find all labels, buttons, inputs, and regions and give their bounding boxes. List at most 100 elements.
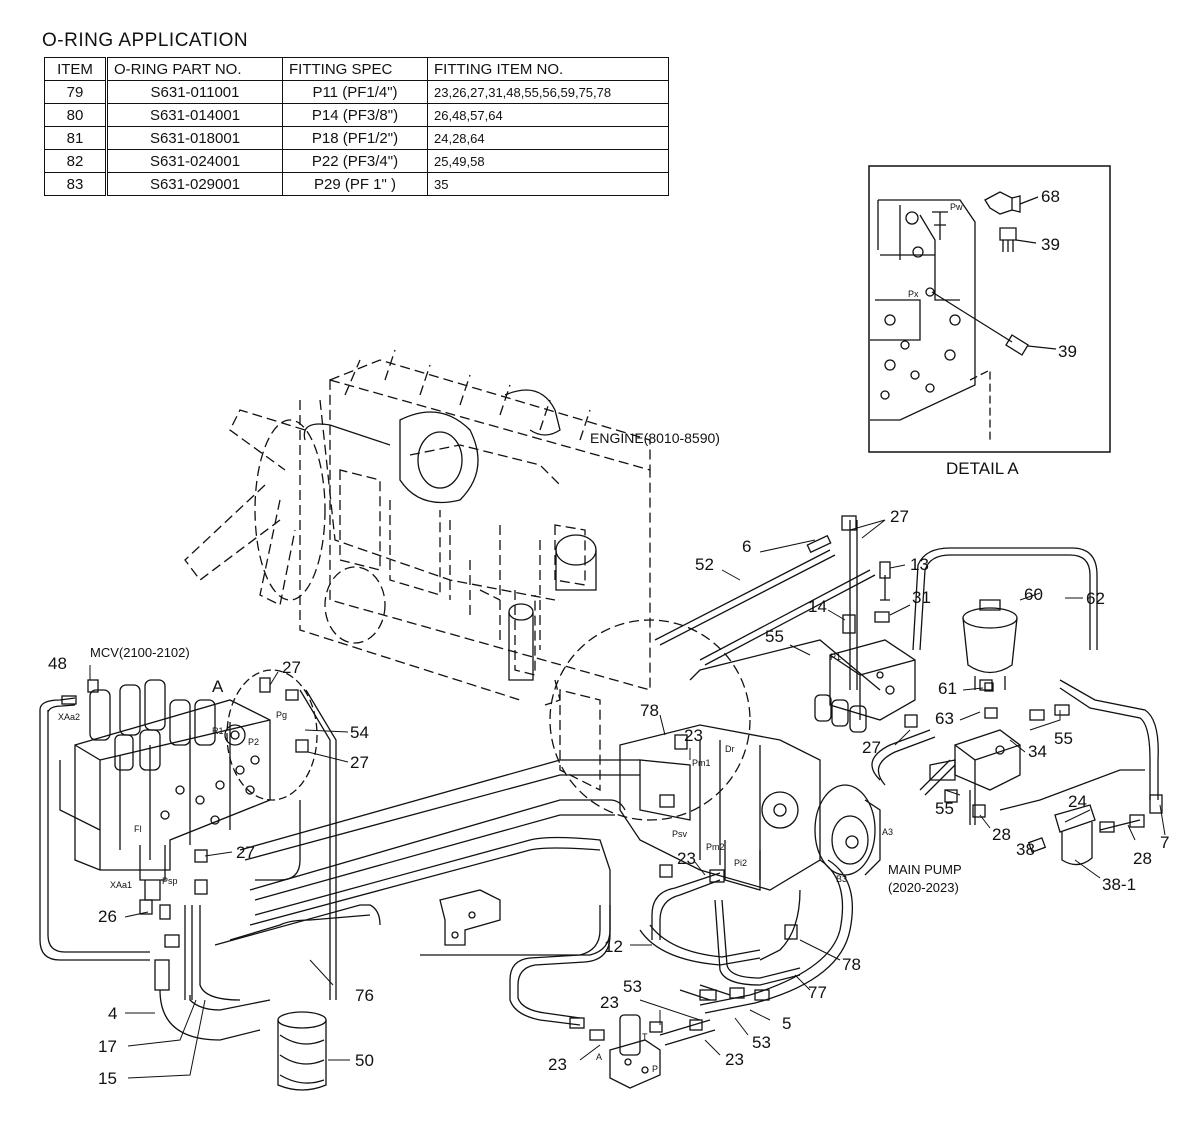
leader-lines [89,519,1166,1079]
port-label: Pw [950,202,963,212]
callout-number: 31 [912,588,931,607]
flywheel-housing [549,619,751,821]
detail-a-panel [868,165,1111,453]
callout-number: 39 [1041,235,1060,254]
callout-number: 38 [1016,840,1035,859]
cell-part-no: S631-014001 [106,103,283,127]
main-pump-label-1: MAIN PUMP [888,862,962,877]
main-pump-label-2: (2020-2023) [888,880,959,895]
engine-outline [184,349,651,706]
table-title: O-RING APPLICATION [42,30,249,51]
port-label: Psv [672,829,688,839]
callout-number: 34 [1028,742,1047,761]
detail-a-ref-label: A [212,677,224,696]
callout-number: 7 [1160,833,1169,852]
port-label: P2 [248,737,259,747]
callout-number: 55 [1054,729,1073,748]
callout-number: 39 [1058,342,1077,361]
callout-number: 23 [600,993,619,1012]
callout-number: 78 [842,955,861,974]
callout-number: 63 [935,709,954,728]
cell-spec: P14 (PF3/8") [282,103,428,127]
hoses-pipes [39,520,1159,1046]
pilot-valve-block [814,639,916,733]
port-label: P [652,1064,658,1074]
hose-sleeve [277,1011,327,1091]
port-label: A3 [882,827,893,837]
callout-number: 27 [282,658,301,677]
return-filter [962,599,1018,690]
bottom-valve-block [609,1014,661,1089]
callout-number: 24 [1068,792,1087,811]
port-label: XAa1 [110,880,132,890]
callout-number: 76 [355,986,374,1005]
port-label: Pi2 [734,858,747,868]
port-label: XAa2 [58,712,80,722]
callout-number: 13 [910,555,929,574]
solenoid-block [929,729,1021,791]
callout-number: 61 [938,679,957,698]
callout-number: 38-1 [1102,875,1136,894]
table-row: 83 S631-029001 P29 (PF 1" ) 35 [44,172,669,196]
callout-number: 53 [623,977,642,996]
callout-number: 62 [1086,589,1105,608]
callout-number: 17 [98,1037,117,1056]
port-label: Psp [162,876,178,886]
port-label: Px [908,289,919,299]
cell-items: 23,26,27,31,48,55,56,59,75,78 [427,80,669,104]
cell-part-no: S631-029001 [106,172,283,196]
callout-number: 78 [640,701,659,720]
callout-number: 6 [742,537,751,556]
cell-items: 35 [427,172,669,196]
mcv-label: MCV(2100-2102) [90,645,190,660]
port-label: Dr [725,744,735,754]
header-fitting-spec: FITTING SPEC [282,57,428,81]
oring-application-table: ITEM O-RING PART NO. FITTING SPEC FITTIN… [44,57,669,196]
port-label: P1 [830,652,841,662]
port-label: B3 [836,874,847,884]
cell-spec: P22 (PF3/4") [282,149,428,173]
port-label: Fl [134,824,142,834]
callout-number: 26 [98,907,117,926]
callout-number: 60 [1024,585,1043,604]
line-filter [1054,804,1096,866]
header-item: ITEM [44,57,108,81]
table-row: 79 S631-011001 P11 (PF1/4") 23,26,27,31,… [44,80,669,104]
cell-items: 25,49,58 [427,149,669,173]
mcv-valve-block [59,669,318,901]
bracket [439,889,501,946]
table-row: 82 S631-024001 P22 (PF3/4") 25,49,58 [44,149,669,173]
callout-number: 5 [782,1014,791,1033]
cell-spec: P29 (PF 1" ) [282,172,428,196]
engine-label: ENGINE(8010-8590) [590,430,720,446]
callout-number: 50 [355,1051,374,1070]
callout-number: 54 [350,723,369,742]
callout-number: 55 [765,627,784,646]
port-label: Pm2 [706,842,725,852]
cell-spec: P11 (PF1/4") [282,80,428,104]
port-label: R1 [212,726,224,736]
cell-part-no: S631-018001 [106,126,283,150]
port-label: Pg [276,710,287,720]
callout-number: 27 [862,738,881,757]
callout-number: 12 [604,937,623,956]
callout-number: 23 [684,726,703,745]
callout-number: 28 [992,825,1011,844]
callout-number: 14 [808,597,827,616]
cell-items: 24,28,64 [427,126,669,150]
engine-solid-parts [303,389,597,681]
table-header-row: ITEM O-RING PART NO. FITTING SPEC FITTIN… [44,57,669,81]
port-label: T [642,1032,648,1042]
callout-number: 27 [236,843,255,862]
callout-number: 23 [725,1050,744,1069]
callout-number: 4 [108,1004,117,1023]
callout-number: 23 [548,1055,567,1074]
header-oring-part-no: O-RING PART NO. [106,57,283,81]
callout-number: 23 [677,849,696,868]
callout-number: 27 [890,507,909,526]
port-label: A [596,1052,602,1062]
callout-number: 52 [695,555,714,574]
callout-number: 68 [1041,187,1060,206]
main-pump [619,724,881,891]
